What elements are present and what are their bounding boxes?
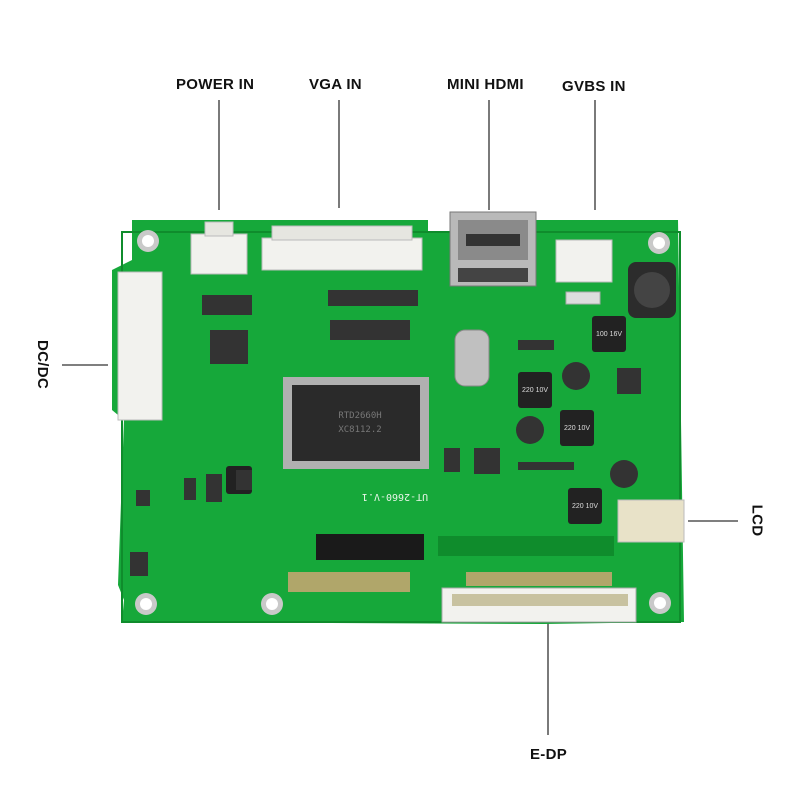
cap-label: 220 10V bbox=[572, 503, 598, 510]
cap-label: 100 16V bbox=[596, 331, 622, 338]
edp-label: E-DP bbox=[530, 746, 568, 763]
dc-dc-connector bbox=[117, 271, 163, 421]
crystal bbox=[454, 329, 490, 387]
power-in-connector bbox=[190, 233, 248, 275]
pcb-board: RTD2660H XC8112.2 UT-2660-V.1 100 16V 22… bbox=[112, 211, 685, 624]
mini-hdmi-label: MINI HDMI bbox=[447, 76, 524, 93]
mounting-holes bbox=[135, 230, 671, 615]
cap-label: 220 10V bbox=[522, 387, 548, 394]
mini-hdmi-connector bbox=[449, 211, 537, 287]
dc-dc-label: DC/DC bbox=[34, 340, 51, 389]
lcd-label: LCD bbox=[748, 504, 766, 537]
ribbon-connector bbox=[288, 572, 410, 592]
edp-connector bbox=[441, 572, 637, 623]
power-in-label: POWER IN bbox=[176, 76, 255, 93]
cap-label: 220 10V bbox=[564, 425, 590, 432]
main-chip: RTD2660H XC8112.2 bbox=[283, 377, 429, 469]
pin-header bbox=[316, 534, 614, 560]
vga-in-label: VGA IN bbox=[309, 76, 362, 93]
gvbs-in-connector bbox=[555, 239, 613, 283]
chip-label-2: XC8112.2 bbox=[338, 425, 381, 435]
lcd-connector bbox=[617, 499, 685, 543]
silkscreen-model: UT-2660-V.1 bbox=[362, 491, 428, 502]
small-components bbox=[130, 290, 641, 576]
chip-label-1: RTD2660H bbox=[338, 411, 381, 421]
gvbs-in-label: GVBS IN bbox=[562, 78, 626, 95]
leader-lines bbox=[62, 100, 738, 735]
vga-in-connector bbox=[261, 237, 423, 271]
inductors bbox=[516, 362, 638, 488]
